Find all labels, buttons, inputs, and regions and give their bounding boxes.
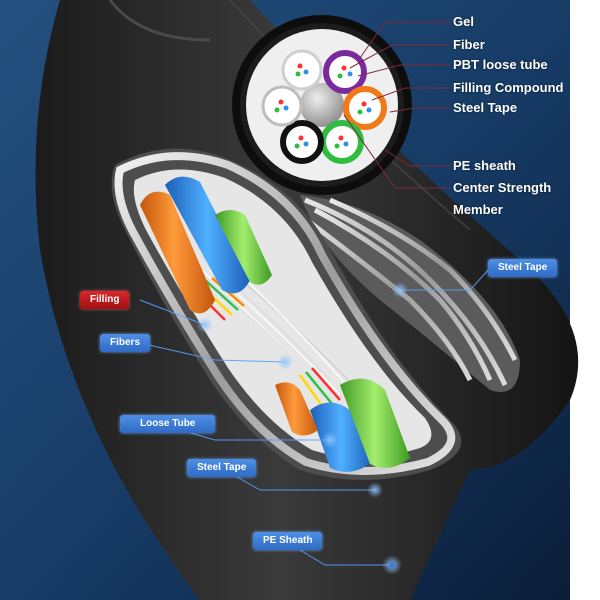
leader-lines — [343, 21, 450, 189]
strength-strands — [300, 195, 520, 392]
label-filling-compound: Filling Compound — [453, 80, 564, 95]
tag-steel-tape-right: Steel Tape — [488, 259, 558, 277]
label-steel-tape: Steel Tape — [453, 100, 518, 115]
tag-filling: Filling — [80, 291, 130, 309]
label-center-strength: Center Strength — [453, 180, 552, 195]
label-pbt-loose-tube: PBT loose tube — [453, 57, 548, 72]
label-member: Member — [453, 202, 503, 217]
loose-tubes — [140, 176, 410, 472]
center-strength-member — [300, 83, 344, 127]
tag-loose-tube: Loose Tube — [120, 415, 216, 433]
label-fiber: Fiber — [453, 37, 485, 52]
tag-steel-tape-lower: Steel Tape — [187, 459, 257, 477]
tag-fibers: Fibers — [100, 334, 151, 352]
tag-pe-sheath-lower: PE Sheath — [253, 532, 323, 550]
cross-section — [232, 15, 412, 195]
label-gel: Gel — [453, 14, 474, 29]
callout-glows — [197, 282, 408, 575]
label-pe-sheath: PE sheath — [453, 158, 516, 173]
